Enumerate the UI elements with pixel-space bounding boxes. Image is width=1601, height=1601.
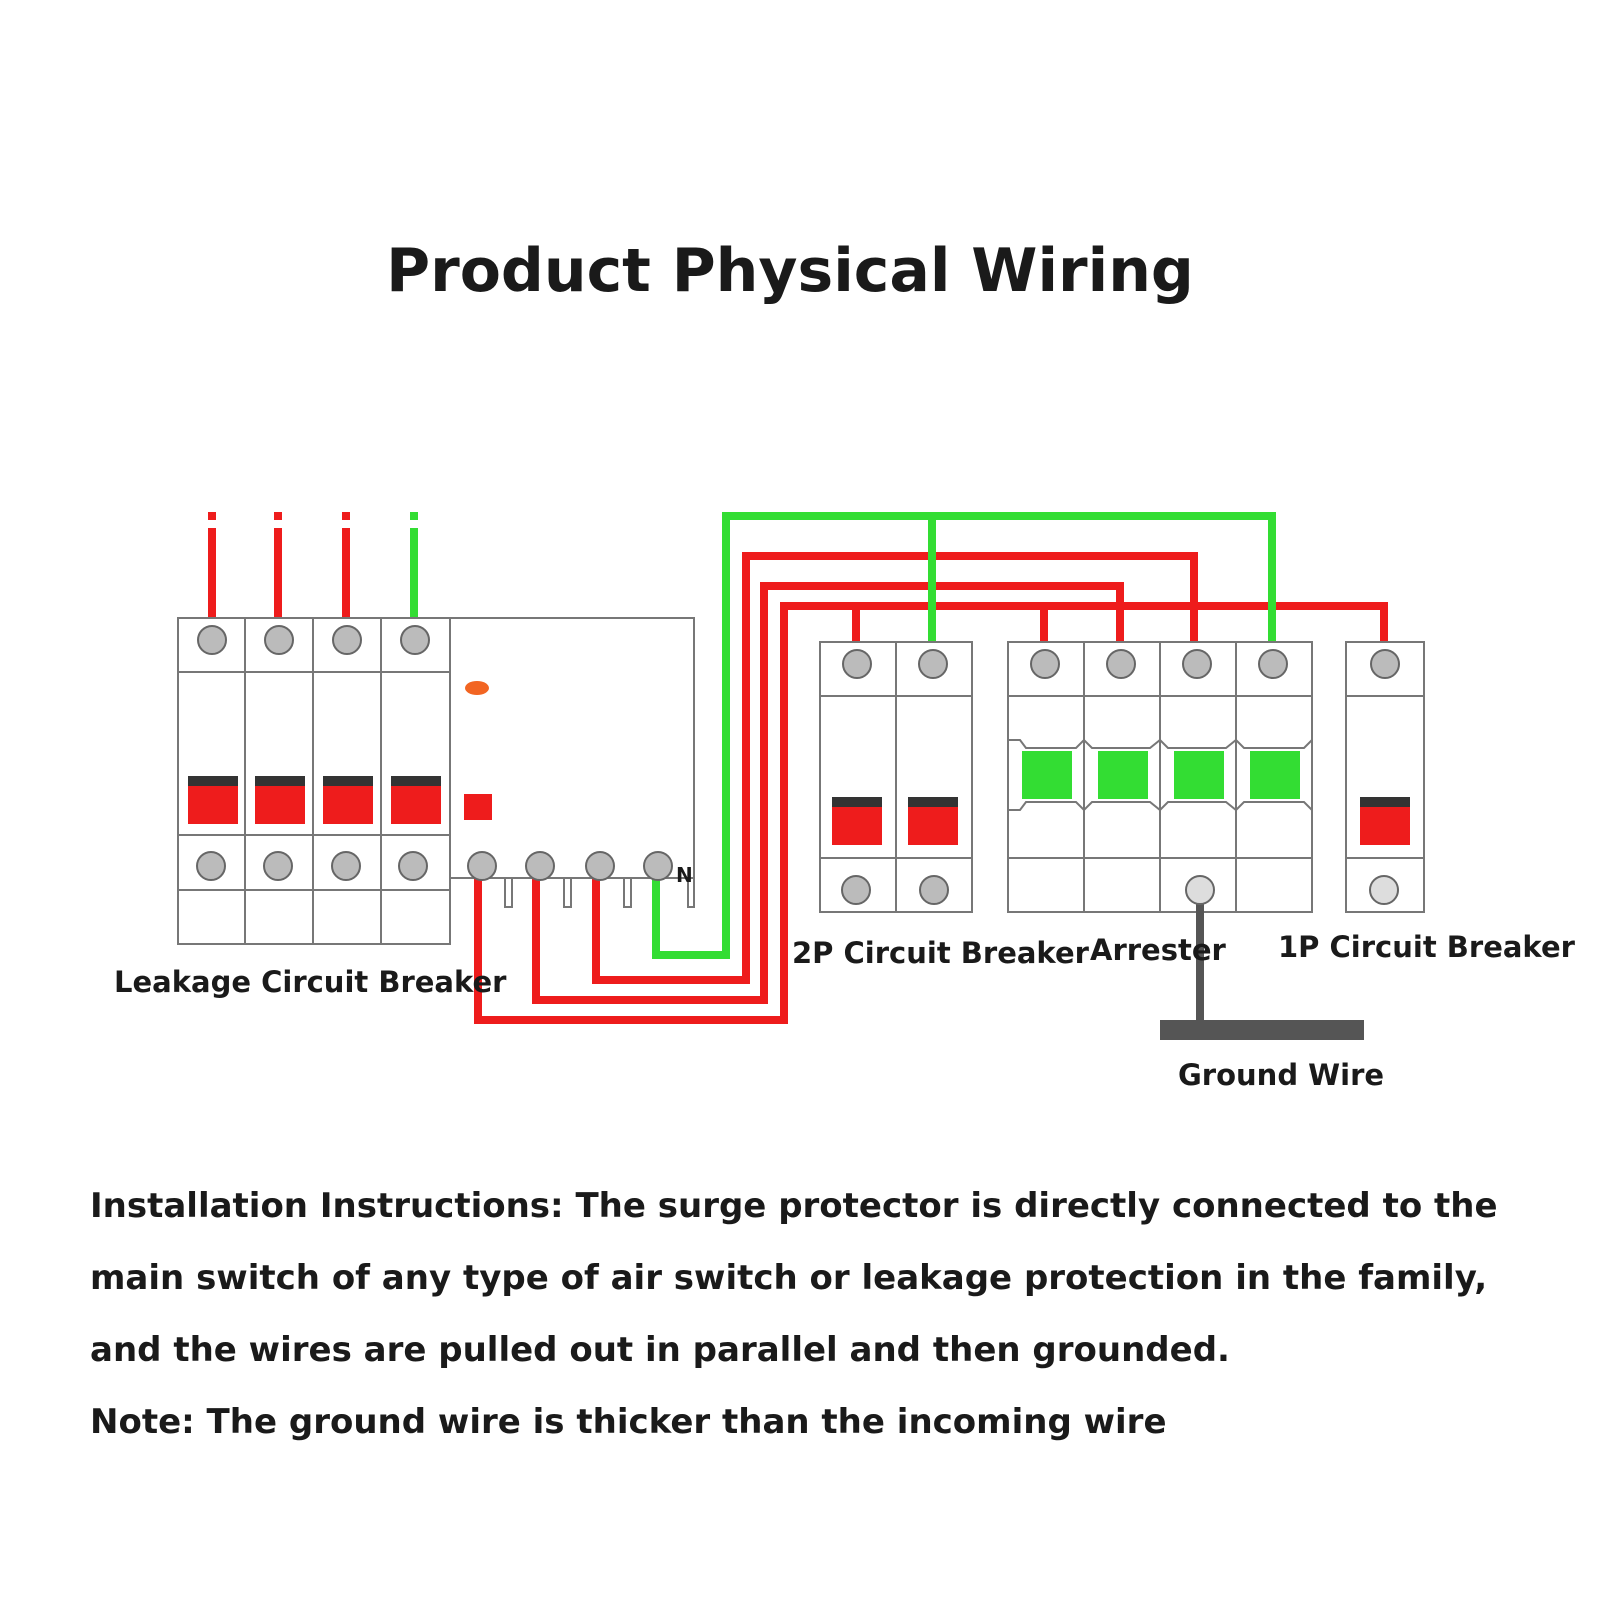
- arrester-label: Arrester: [1090, 933, 1226, 967]
- instructions-note: Note: The ground wire is thicker than th…: [90, 1402, 1167, 1442]
- test-button: [464, 794, 492, 820]
- leakage-module-body: [449, 617, 695, 879]
- output-live-wire-2: [532, 582, 1124, 1004]
- terminal-screw: [332, 625, 362, 655]
- wires: [208, 512, 1388, 1024]
- neutral-terminal-label: N: [676, 863, 693, 887]
- one-pole-body: [1345, 641, 1425, 913]
- toggle-cap: [908, 797, 958, 807]
- toggle-switch: [1360, 807, 1410, 845]
- terminal-screw: [841, 875, 871, 905]
- installation-instructions: Installation Instructions: The surge pro…: [90, 1170, 1570, 1458]
- output-neutral-wire: [652, 512, 1276, 959]
- terminal-screw: [1370, 649, 1400, 679]
- terminal-screw: [1182, 649, 1212, 679]
- two-pole-breaker-label: 2P Circuit Breaker: [792, 936, 1089, 970]
- leakage-top-terminals: [197, 625, 430, 655]
- two-pole-toggles: [832, 797, 958, 845]
- terminal-screw: [525, 851, 555, 881]
- indicator-light: [465, 681, 489, 695]
- module-notches: [450, 877, 695, 908]
- terminal-screw: [1258, 649, 1288, 679]
- leakage-toggles: [188, 776, 441, 824]
- ground-wire: [1160, 875, 1364, 1040]
- module-window: [1008, 738, 1313, 749]
- ground-terminal-screw: [1185, 875, 1215, 905]
- status-window: [1098, 751, 1148, 799]
- toggle-cap: [832, 797, 882, 807]
- module-window: [1008, 801, 1313, 812]
- one-pole-breaker-label: 1P Circuit Breaker: [1278, 930, 1575, 964]
- output-live-wire-1: [474, 602, 1388, 1024]
- two-pole-terminals: [841, 649, 949, 905]
- terminal-screw: [1030, 649, 1060, 679]
- terminal-screw: [398, 851, 428, 881]
- ground-bar: [1160, 1020, 1364, 1040]
- toggle-switch: [255, 786, 305, 824]
- terminal-screw: [467, 851, 497, 881]
- terminal-screw: [585, 851, 615, 881]
- toggle-switch: [188, 786, 238, 824]
- output-wires: [474, 512, 1388, 1024]
- terminal-screw: [263, 851, 293, 881]
- terminal-screw: [196, 851, 226, 881]
- toggle-cap: [255, 776, 305, 786]
- one-pole-circuit-breaker: [1345, 641, 1425, 913]
- terminal-screw: [331, 851, 361, 881]
- terminal-screw: [1106, 649, 1136, 679]
- terminal-screw: [918, 649, 948, 679]
- status-window: [1250, 751, 1300, 799]
- toggle-switch: [908, 807, 958, 845]
- arrester-terminals: [1030, 649, 1288, 679]
- toggle-cap: [188, 776, 238, 786]
- branch-drops: [852, 516, 1048, 645]
- arrester-windows: [1022, 751, 1300, 799]
- toggle-cap: [323, 776, 373, 786]
- instructions-text: Installation Instructions: The surge pro…: [90, 1186, 1498, 1370]
- terminal-screw: [264, 625, 294, 655]
- terminal-screw: [400, 625, 430, 655]
- toggle-cap: [391, 776, 441, 786]
- toggle-cap: [1360, 797, 1410, 807]
- terminal-screw: [1369, 875, 1399, 905]
- leakage-breaker-label: Leakage Circuit Breaker: [114, 965, 507, 999]
- terminal-screw: [919, 875, 949, 905]
- page-title: Product Physical Wiring: [386, 236, 1194, 306]
- ground-wire-label: Ground Wire: [1178, 1058, 1385, 1092]
- toggle-switch: [832, 807, 882, 845]
- toggle-switch: [323, 786, 373, 824]
- status-window: [1174, 751, 1224, 799]
- terminal-screw: [197, 625, 227, 655]
- terminal-screw: [842, 649, 872, 679]
- incoming-wires: [208, 512, 418, 620]
- status-window: [1022, 751, 1072, 799]
- leakage-bottom-terminals: [196, 851, 673, 881]
- terminal-screw: [643, 851, 673, 881]
- toggle-switch: [391, 786, 441, 824]
- output-live-wire-3: [592, 552, 1198, 984]
- two-pole-circuit-breaker: [819, 641, 973, 913]
